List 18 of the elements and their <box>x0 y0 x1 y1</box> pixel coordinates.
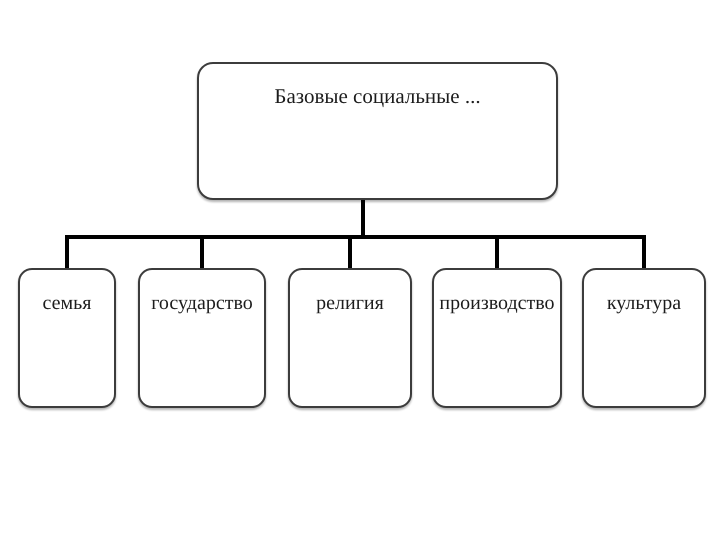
concept-box <box>432 268 562 408</box>
concept-box <box>18 268 116 408</box>
connector-line <box>642 239 646 268</box>
connector-line <box>65 239 69 268</box>
concept-box <box>582 268 706 408</box>
concept-box <box>288 268 412 408</box>
concept-box <box>197 62 558 200</box>
concept-box <box>138 268 266 408</box>
box-label: Базовые социальные ... <box>274 84 481 108</box>
box-label: религия <box>316 292 384 315</box>
box-label: производство <box>439 292 555 315</box>
connector-line <box>495 239 499 268</box>
connector-line <box>200 239 204 268</box>
box-label: семья <box>42 292 92 315</box>
box-label: государство <box>151 292 253 315</box>
connector-line <box>348 239 352 268</box>
connector-line <box>63 198 648 239</box>
box-label: культура <box>606 292 682 315</box>
